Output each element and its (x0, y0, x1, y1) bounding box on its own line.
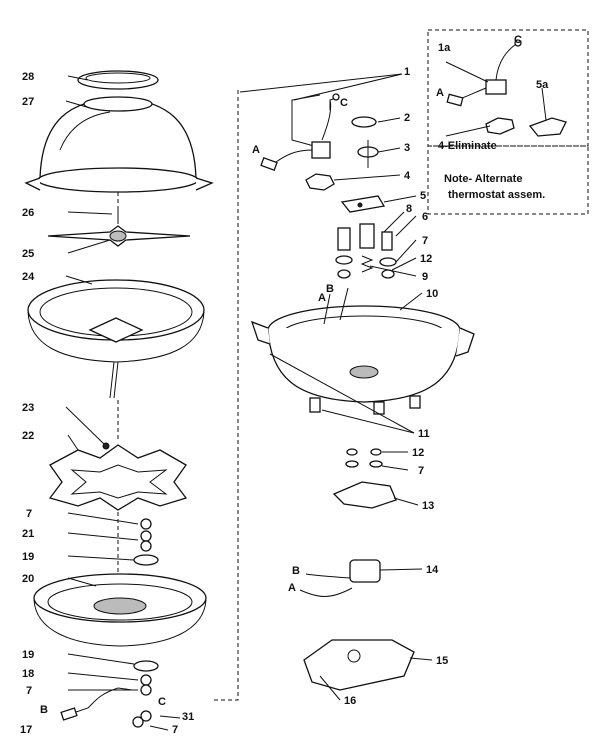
label-25: 25 (22, 248, 35, 260)
label-7-left-1: 7 (26, 508, 33, 520)
label-B-left: B (40, 704, 48, 716)
label-A-bottom: A (288, 582, 296, 594)
power-cord-left (60, 687, 133, 721)
label-A-mid: A (318, 292, 326, 304)
terminal-right (359, 223, 375, 273)
bottom-plate (303, 639, 415, 691)
label-10: 10 (426, 288, 439, 300)
label-24: 24 (22, 271, 35, 283)
leaders-right (239, 73, 433, 701)
shield-plate (332, 481, 397, 509)
retaining-ring (351, 116, 377, 128)
label-28: 28 (22, 71, 35, 83)
popping-pan (27, 279, 205, 363)
label-18: 18 (22, 668, 35, 680)
label-19-upper: 19 (22, 551, 35, 563)
bracket (340, 195, 386, 213)
label-19-lower: 19 (22, 649, 35, 661)
label-12-lower: 12 (412, 447, 425, 459)
label-27: 27 (22, 96, 35, 108)
label-31: 31 (182, 711, 195, 723)
lower-nuts (345, 448, 383, 468)
label-12-upper: 12 (420, 253, 433, 265)
label-3: 3 (404, 142, 411, 154)
label-7-right-2: 7 (418, 465, 425, 477)
label-26: 26 (22, 207, 35, 219)
label-5: 5 (420, 190, 427, 202)
label-22: 22 (22, 430, 35, 442)
label-16: 16 (344, 695, 357, 707)
kettle-housing (250, 305, 475, 415)
label-2: 2 (404, 112, 411, 124)
base-housing (33, 573, 207, 647)
label-11: 11 (418, 428, 430, 440)
nut (305, 173, 335, 191)
switch-cord (299, 559, 381, 597)
label-20: 20 (22, 573, 35, 585)
label-B-bottom: B (292, 565, 300, 577)
label-4: 4 (404, 170, 411, 182)
label-7-left-3: 7 (172, 724, 179, 736)
label-C-inset: C (514, 34, 522, 46)
fastener-stack-lower (132, 660, 159, 728)
heating-element (48, 442, 188, 511)
label-17: 17 (20, 724, 33, 736)
label-4-eliminate: 4-Eliminate (438, 140, 497, 152)
label-6: 6 (422, 211, 429, 223)
alternate-thermostat-inset (427, 29, 589, 215)
label-C-left: C (158, 696, 166, 708)
label-1a: 1a (438, 42, 451, 54)
label-B-mid: B (326, 283, 334, 295)
label-A-right: A (252, 144, 260, 156)
label-1: 1 (404, 66, 411, 78)
label-14: 14 (426, 564, 439, 576)
note-line-1: Note- Alternate (444, 173, 523, 185)
label-21: 21 (22, 528, 35, 540)
dome-cover (24, 96, 214, 193)
label-15: 15 (436, 655, 449, 667)
label-9: 9 (422, 271, 429, 283)
agitator-arm (47, 225, 191, 247)
shaft (109, 361, 119, 399)
fastener-stack-upper (133, 518, 159, 566)
label-5a: 5a (536, 79, 549, 91)
label-7-left-2: 7 (26, 685, 33, 697)
label-C-right: C (340, 97, 348, 109)
note-line-2: thermostat assem. (448, 189, 546, 201)
label-7-right-1: 7 (422, 235, 429, 247)
thermostat-assembly (260, 93, 340, 171)
label-23: 23 (22, 402, 35, 414)
label-13: 13 (422, 500, 435, 512)
stud-screw (357, 140, 379, 168)
bushing (379, 231, 397, 279)
lid-cap (77, 70, 159, 90)
terminal-left (335, 227, 353, 279)
label-A-inset: A (436, 87, 444, 99)
leaders-left (65, 75, 181, 731)
label-8: 8 (406, 203, 413, 215)
